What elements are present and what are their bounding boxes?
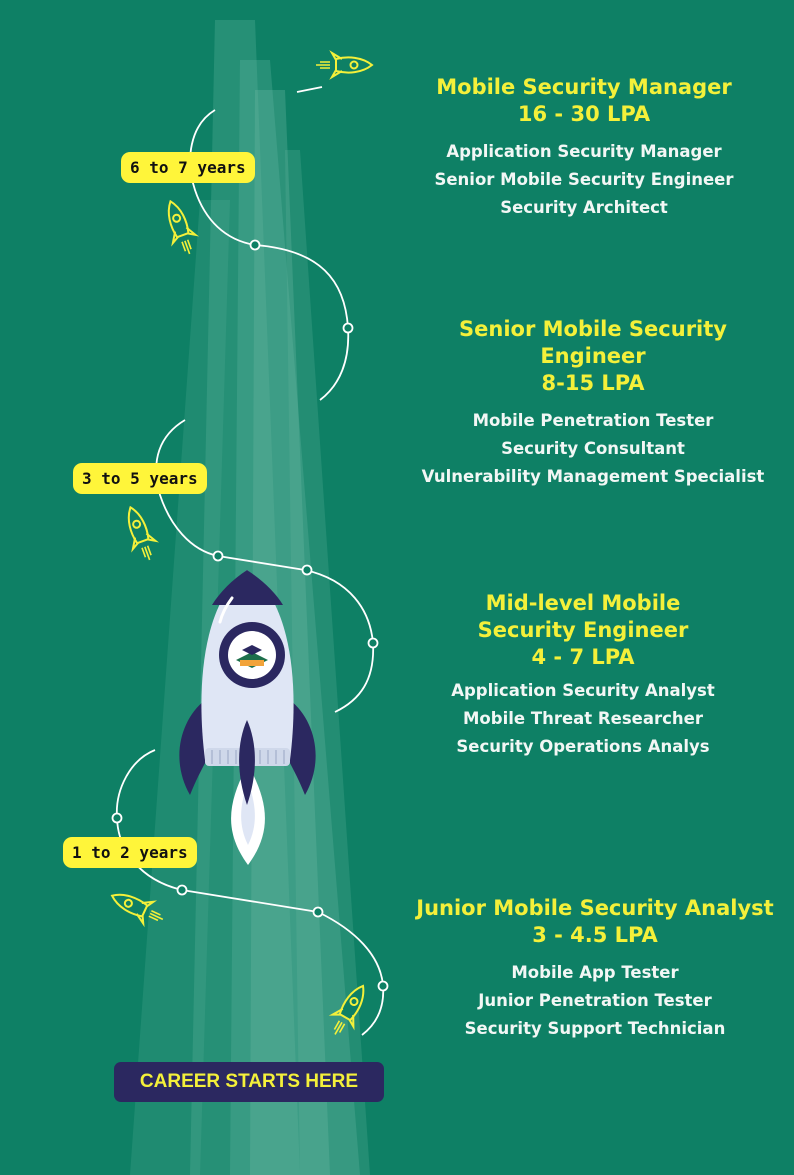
- stage-salary: 8-15 LPA: [541, 371, 645, 395]
- role-list: Application Security Manager Senior Mobi…: [404, 138, 764, 222]
- light-beam: [285, 150, 370, 1175]
- light-beam: [230, 60, 360, 1175]
- milestone-badge: 6 to 7 years: [121, 152, 255, 183]
- stage-title: Junior Mobile Security Analyst: [416, 896, 774, 920]
- path-node: [212, 550, 224, 562]
- role-item: Mobile Penetration Tester: [472, 411, 714, 430]
- rocket-icon: [179, 570, 316, 865]
- small-rocket-icon: [167, 199, 200, 255]
- path-node: [377, 980, 389, 992]
- career-stage: Mid-level Mobile Security Engineer 4 - 7…: [418, 590, 748, 761]
- small-rocket-icon: [110, 893, 164, 928]
- role-item: Senior Mobile Security Engineer: [434, 170, 734, 189]
- career-stage: Mobile Security Manager 16 - 30 LPA Appl…: [404, 74, 764, 222]
- role-item: Security Architect: [500, 198, 668, 217]
- milestone-badge: 1 to 2 years: [63, 837, 197, 868]
- role-item: Mobile Threat Researcher: [463, 709, 703, 728]
- path-node: [342, 322, 354, 334]
- role-list: Application Security Analyst Mobile Thre…: [418, 677, 748, 761]
- stage-title: Mobile Security Manager: [436, 75, 732, 99]
- role-item: Mobile App Tester: [511, 963, 679, 982]
- role-list: Mobile Penetration Tester Security Consu…: [383, 407, 794, 491]
- career-stage: Junior Mobile Security Analyst 3 - 4.5 L…: [405, 895, 785, 1043]
- path-node: [176, 884, 188, 896]
- career-path-line: [296, 86, 323, 93]
- stage-salary: 4 - 7 LPA: [531, 645, 635, 669]
- small-rocket-icon: [316, 50, 374, 80]
- role-list: Mobile App Tester Junior Penetration Tes…: [405, 959, 785, 1043]
- role-item: Security Consultant: [501, 439, 685, 458]
- role-item: Application Security Analyst: [451, 681, 715, 700]
- stage-salary: 3 - 4.5 LPA: [532, 923, 658, 947]
- path-node: [367, 637, 379, 649]
- stage-title: Mid-level Mobile Security Engineer: [477, 591, 689, 642]
- small-rocket-icon: [328, 984, 365, 1035]
- role-item: Application Security Manager: [446, 142, 722, 161]
- milestone-badge: 3 to 5 years: [73, 463, 207, 494]
- path-node: [301, 564, 313, 576]
- role-item: Junior Penetration Tester: [478, 991, 712, 1010]
- stage-title: Senior Mobile Security Engineer: [459, 317, 727, 368]
- light-beam: [130, 200, 230, 1175]
- stage-salary: 16 - 30 LPA: [517, 102, 651, 126]
- career-start-label: CAREER STARTS HERE: [114, 1062, 384, 1102]
- career-stage: Senior Mobile Security Engineer 8-15 LPA…: [422, 316, 765, 491]
- small-rocket-icon: [127, 505, 160, 561]
- graduation-logo-icon: [236, 645, 268, 668]
- path-node: [111, 812, 123, 824]
- path-node: [312, 906, 324, 918]
- role-item: Security Operations Analys: [456, 737, 710, 756]
- role-item: Vulnerability Management Specialist: [421, 467, 765, 486]
- path-node: [249, 239, 261, 251]
- role-item: Security Support Technician: [464, 1019, 726, 1038]
